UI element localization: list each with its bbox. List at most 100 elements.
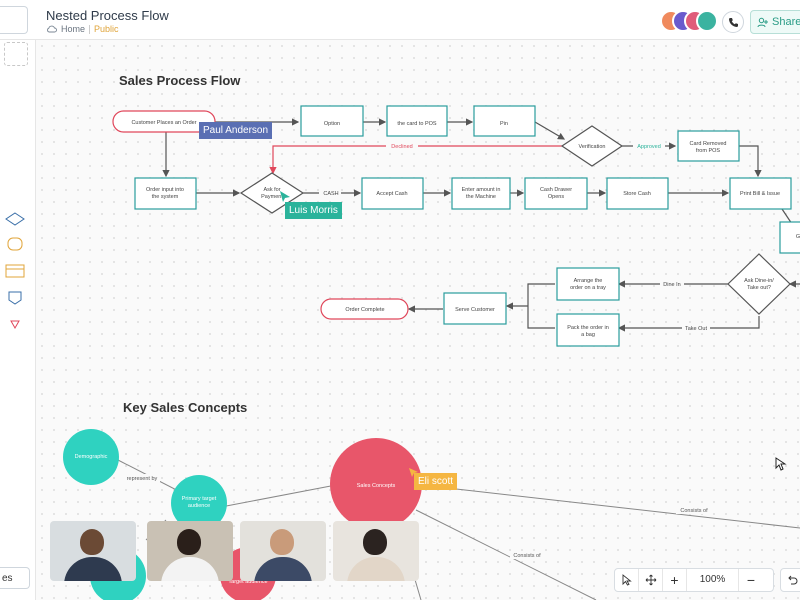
breadcrumb: Home Public: [46, 24, 119, 34]
edge-label-take-out: Take Out: [685, 326, 707, 332]
pan-tool-button[interactable]: [639, 569, 663, 591]
concept-target-label: Target audience: [228, 579, 267, 585]
avatar: [696, 10, 718, 32]
process-flow-diagram: Customer Places an Order Option the card…: [63, 105, 800, 600]
participant-face: [363, 529, 387, 555]
flow-node[interactable]: [361, 177, 424, 210]
collaborator-label-eli: Eli scott: [414, 473, 458, 490]
flow-node[interactable]: [779, 221, 800, 254]
flow-node[interactable]: [134, 177, 197, 210]
cursor-pointer-icon: [280, 191, 290, 202]
flow-node[interactable]: [729, 177, 792, 210]
cloud-icon: [47, 25, 57, 33]
shape-slot[interactable]: [4, 42, 28, 66]
pages-button[interactable]: es: [0, 567, 30, 589]
node-print-bill: Print Bill & Issue: [740, 191, 780, 197]
flow-node[interactable]: [677, 130, 740, 162]
flow-node[interactable]: [320, 298, 409, 320]
menu-button[interactable]: [0, 6, 28, 34]
video-tile[interactable]: [333, 521, 419, 581]
participant-body: [161, 557, 219, 581]
node-card-removed-1: Card Removed: [690, 141, 727, 147]
diagram-canvas[interactable]: Sales Process Flow Key Sales Concepts: [36, 40, 800, 600]
node-ask-payment-2: Payment: [261, 194, 283, 200]
concept-sales-concepts[interactable]: [330, 438, 422, 530]
node-order-input-1: Order input into: [146, 187, 184, 193]
zoom-out-button[interactable]: −: [746, 572, 756, 588]
node-verification: Verification: [579, 144, 606, 150]
participant-face: [80, 529, 104, 555]
edge-label-cash: CASH: [323, 191, 338, 197]
flow-node[interactable]: [300, 105, 364, 137]
node-customer-places-order: Customer Places an Order: [131, 120, 196, 126]
flow-node[interactable]: [524, 177, 588, 210]
node-arrange-tray-2: order on a tray: [570, 285, 606, 291]
concept-edge-consists-of-1: Consists of: [680, 508, 708, 514]
node-partial-right: G: [796, 234, 800, 240]
select-tool-button[interactable]: [615, 569, 639, 591]
flow-node[interactable]: [451, 177, 511, 210]
node-ask-payment-1: Ask for: [263, 187, 280, 193]
participant-body: [64, 557, 122, 581]
move-icon: [645, 574, 656, 586]
concept-primary-label-2: audience: [188, 503, 210, 509]
flow-node[interactable]: [112, 110, 216, 133]
triangle-icon[interactable]: [5, 318, 25, 332]
breadcrumb-home[interactable]: Home: [61, 24, 86, 34]
decision-node[interactable]: [560, 125, 624, 167]
undo-button[interactable]: [780, 568, 800, 592]
concept-primary-label-1: Primary target: [182, 496, 217, 502]
document-title[interactable]: Nested Process Flow: [46, 8, 169, 23]
user-add-icon: [757, 17, 768, 27]
node-enter-amount-2: the Machine: [466, 194, 496, 200]
video-tile[interactable]: [50, 521, 136, 581]
node-pack-bag-2: a bag: [581, 332, 595, 338]
node-order-complete: Order Complete: [345, 307, 384, 313]
node-card-removed-2: from POS: [696, 148, 720, 154]
node-order-input-2: the system: [152, 194, 179, 200]
node-card-to-pos: the card to POS: [397, 121, 436, 127]
participant-face: [270, 529, 294, 555]
pointer-icon: [622, 574, 632, 586]
mouse-cursor-icon: [775, 457, 787, 471]
visibility-badge[interactable]: Public: [94, 24, 119, 34]
node-pack-bag-1: Pack the order in: [567, 325, 609, 331]
concept-demographic[interactable]: [63, 429, 119, 485]
share-label: Share: [772, 16, 800, 28]
flow-node[interactable]: [606, 177, 669, 210]
share-button[interactable]: Share: [750, 10, 800, 34]
flow-node[interactable]: [443, 292, 507, 325]
node-cash-drawer-2: Opens: [548, 194, 564, 200]
diamond-icon[interactable]: [5, 212, 25, 226]
flow-node[interactable]: [556, 313, 620, 347]
video-tile[interactable]: [240, 521, 326, 581]
concept-primary-audience[interactable]: [171, 475, 227, 531]
node-store-cash: Store Cash: [623, 191, 651, 197]
table-icon[interactable]: [5, 264, 25, 278]
node-cash-drawer-1: Cash Drawer: [540, 187, 572, 193]
node-serve-customer: Serve Customer: [455, 307, 495, 313]
edge-label-dine-in: Dine In: [663, 282, 680, 288]
concept-edge-represent-by: represent by: [127, 476, 158, 482]
shield-icon[interactable]: [5, 291, 25, 305]
flow-node[interactable]: [386, 105, 448, 137]
edge-label-declined: Declined: [391, 144, 412, 150]
canvas-toolbar: + 100% −: [614, 568, 774, 592]
undo-icon: [788, 575, 798, 585]
concept-sales-label: Sales Concepts: [357, 483, 396, 489]
collaborator-avatars[interactable]: [660, 10, 718, 34]
sales-process-title[interactable]: Sales Process Flow: [119, 73, 241, 88]
cylinder-icon[interactable]: [5, 237, 25, 251]
zoom-level[interactable]: 100%: [687, 569, 739, 591]
decision-node[interactable]: [727, 253, 791, 315]
node-option: Option: [324, 121, 340, 127]
flow-node[interactable]: [556, 267, 620, 301]
participant-body: [254, 557, 312, 581]
call-button[interactable]: [722, 11, 744, 33]
key-concepts-title[interactable]: Key Sales Concepts: [123, 400, 248, 415]
breadcrumb-divider: [89, 24, 91, 34]
zoom-in-button[interactable]: +: [663, 569, 687, 591]
flow-node[interactable]: [473, 105, 536, 137]
video-tile[interactable]: [147, 521, 233, 581]
node-pin: Pin: [500, 121, 508, 127]
